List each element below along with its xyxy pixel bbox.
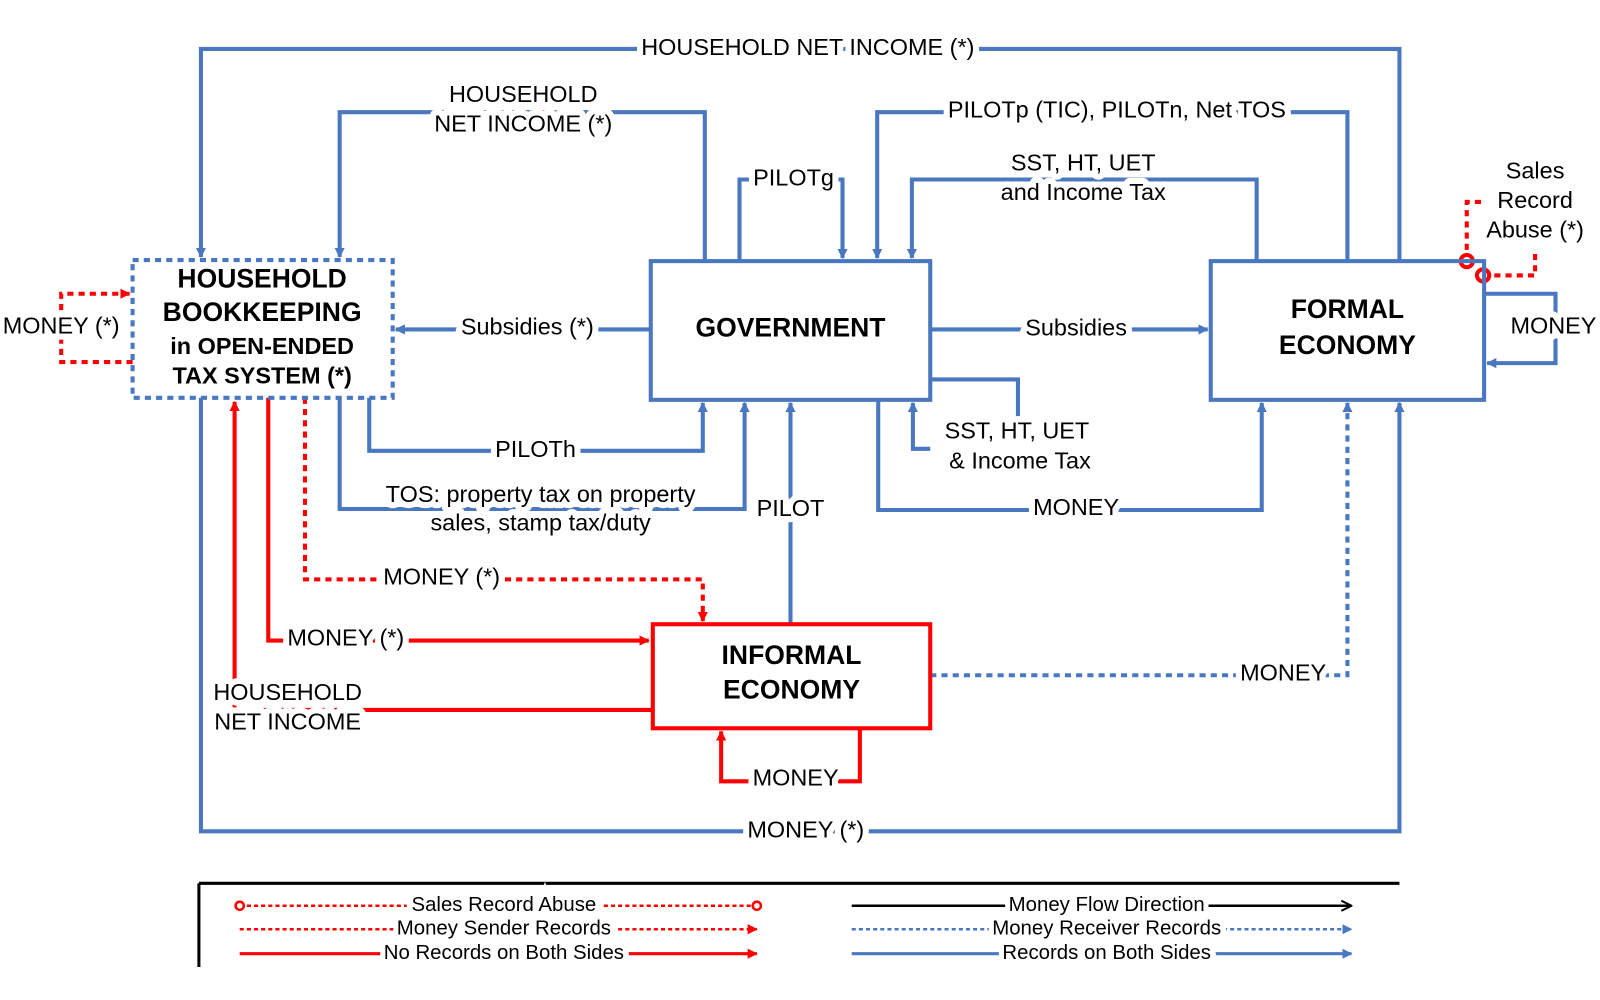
formal-title: FORMAL	[1291, 294, 1404, 324]
legend-sales-record-abuse: Sales Record Abuse	[411, 894, 596, 916]
flow-hh-money-informal-dashed	[302, 397, 708, 623]
flow-hh-money-loop	[59, 288, 133, 365]
flow-hh-net-income-gov	[334, 110, 707, 262]
label-hh-net-income-gov: NET INCOME (*)	[434, 111, 612, 137]
label-gov-money-formal: MONEY	[1033, 494, 1119, 520]
flow-informal-formal-money	[930, 401, 1353, 678]
flow-tos	[337, 397, 750, 512]
flow-piloth	[367, 397, 708, 453]
flow-informal-hh-net-income	[229, 400, 653, 712]
label-informal-formal-money: MONEY	[1240, 659, 1326, 685]
flow-pilotg	[737, 177, 848, 262]
flow-hh-money-informal-solid	[266, 397, 650, 646]
label-hh-money-informal-solid: MONEY (*)	[287, 625, 404, 651]
flow-gov-money-formal	[876, 399, 1267, 513]
label-subsidies-hh: Subsidies (*)	[461, 314, 594, 340]
formal-title: ECONOMY	[1279, 330, 1416, 360]
label-informal-hh-net-income: NET INCOME	[214, 708, 361, 734]
government-box	[648, 259, 933, 402]
label-pilotp: PILOTp (TIC), PILOTn, Net TOS	[948, 96, 1286, 122]
label-informal-money-loop: MONEY	[753, 764, 839, 790]
informal-title: ECONOMY	[723, 675, 860, 705]
household-title: HOUSEHOLD	[177, 264, 346, 294]
label-sst-bottom: SST, HT, UET	[945, 418, 1090, 444]
label-tos: sales, stamp tax/duty	[430, 509, 651, 535]
label-hh-net-income-top: HOUSEHOLD NET INCOME (*)	[641, 34, 974, 60]
household-title: TAX SYSTEM (*)	[172, 363, 351, 389]
flow-hh-net-income-top	[195, 46, 1402, 262]
label-sales-abuse: Abuse (*)	[1486, 217, 1584, 243]
label-sst-top: and Income Tax	[1001, 179, 1166, 205]
flow-sst-bottom-arrow	[907, 401, 931, 451]
legend-money-receiver-records: Money Receiver Records	[992, 918, 1221, 940]
household-title: in OPEN-ENDED	[170, 333, 354, 359]
government-title: GOVERNMENT	[695, 312, 885, 342]
label-hh-net-income-gov: HOUSEHOLD	[449, 81, 598, 107]
flow-informal-money-loop	[716, 728, 862, 784]
legend-money-flow-direction: Money Flow Direction	[1009, 894, 1205, 916]
flow-sst-bottom	[930, 377, 1020, 417]
formal-economy-box	[1208, 259, 1487, 402]
label-sst-top: SST, HT, UET	[1011, 149, 1156, 175]
label-subsidies-formal: Subsidies	[1025, 315, 1127, 341]
label-sales-abuse: Sales	[1506, 158, 1565, 184]
label-piloth: PILOTh	[495, 436, 576, 462]
legend: Sales Record Abuse Money Sender Records …	[197, 881, 1400, 969]
label-pilot: PILOT	[757, 495, 825, 521]
label-sales-abuse: Record	[1497, 187, 1573, 213]
legend-records-both: Records on Both Sides	[1002, 942, 1211, 964]
legend-money-sender-records: Money Sender Records	[397, 918, 611, 940]
flow-formal-money-loop	[1484, 291, 1558, 369]
informal-economy-box	[650, 622, 933, 731]
legend-no-records-both: No Records on Both Sides	[384, 942, 624, 964]
label-hh-money-loop: MONEY (*)	[3, 313, 120, 339]
label-hh-money-informal-dashed: MONEY (*)	[383, 564, 500, 590]
label-informal-hh-net-income: HOUSEHOLD	[213, 679, 362, 705]
flow-sst-top	[906, 177, 1259, 262]
label-tos: TOS: property tax on property	[386, 481, 696, 507]
label-hh-money-formal-bottom: MONEY (*)	[747, 817, 864, 843]
informal-title: INFORMAL	[722, 640, 862, 670]
label-formal-money-loop: MONEY	[1510, 313, 1596, 339]
flow-sales-abuse	[1464, 199, 1538, 278]
flow-pilotp	[872, 110, 1350, 262]
flow-hh-money-formal-bottom	[198, 397, 1405, 834]
household-box	[130, 258, 395, 400]
label-sst-bottom: & Income Tax	[949, 447, 1091, 473]
household-title: BOOKKEEPING	[163, 297, 362, 327]
label-pilotg: PILOTg	[753, 165, 834, 191]
